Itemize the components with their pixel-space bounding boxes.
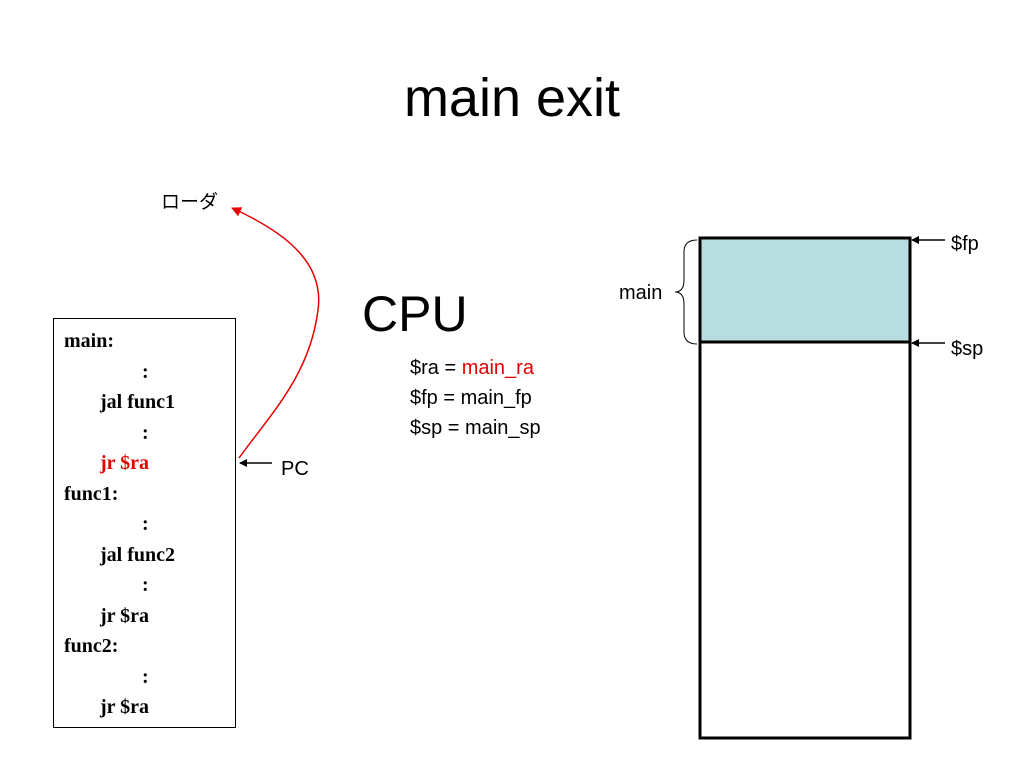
code-line: : bbox=[142, 665, 149, 688]
cpu-title: CPU bbox=[362, 286, 468, 342]
fp-pointer-label: $fp bbox=[951, 233, 979, 255]
main-frame-label: main bbox=[619, 282, 663, 304]
register-sp-value: main_sp bbox=[465, 417, 541, 439]
code-line: func1: bbox=[64, 482, 119, 505]
main-frame bbox=[698, 236, 912, 344]
register-ra-value: main_ra bbox=[461, 357, 534, 379]
code-line: : bbox=[142, 421, 149, 444]
register-sp-name: $sp = bbox=[410, 417, 466, 439]
code-line: : bbox=[142, 360, 149, 383]
code-line: jal func1 bbox=[100, 391, 175, 413]
loader-label: ローダ bbox=[161, 192, 219, 213]
register-fp-value: main_fp bbox=[460, 387, 532, 409]
slide-title: main exit bbox=[403, 68, 621, 128]
pc-label: PC bbox=[281, 458, 309, 480]
register-fp-name: $fp = bbox=[410, 387, 461, 409]
code-line: : bbox=[142, 513, 149, 535]
return-arrow bbox=[231, 207, 320, 459]
register-sp: $sp = main_sp bbox=[410, 416, 541, 440]
code-line: jr $ra bbox=[100, 696, 150, 718]
code-line-current: jr $ra bbox=[100, 452, 150, 474]
main-frame-brace bbox=[674, 239, 698, 345]
register-ra-name: $ra = bbox=[410, 357, 462, 379]
code-line: : bbox=[142, 574, 149, 596]
register-fp: $fp = main_fp bbox=[410, 386, 532, 410]
code-line: main: bbox=[64, 330, 114, 352]
code-line: jr $ra bbox=[100, 604, 150, 627]
sp-pointer-label: $sp bbox=[951, 338, 984, 360]
code-line: jal func2 bbox=[100, 543, 175, 566]
register-ra: $ra = main_ra bbox=[410, 356, 534, 380]
code-line: func2: bbox=[64, 635, 119, 657]
